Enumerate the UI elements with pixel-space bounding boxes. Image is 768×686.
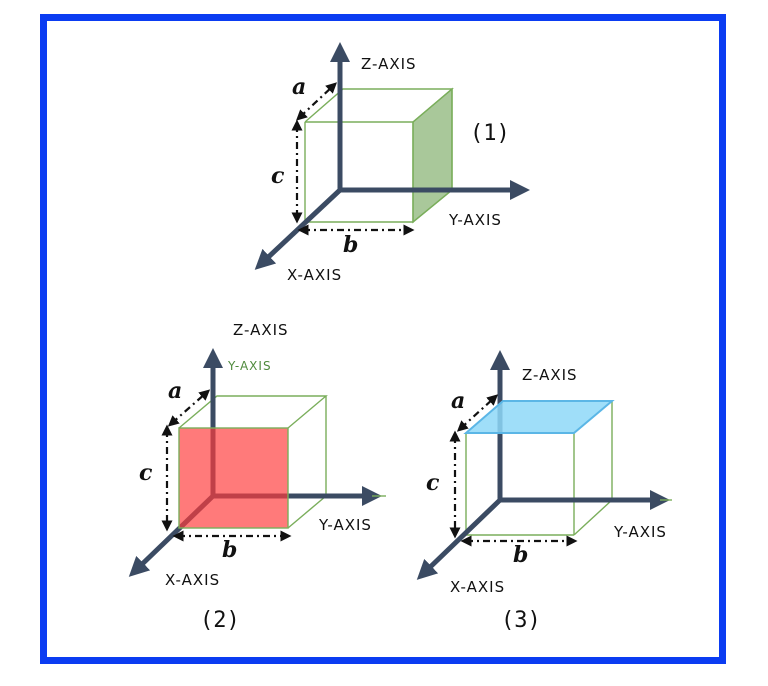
dimension-a-label: a (168, 378, 182, 404)
dimension-a (456, 394, 499, 432)
dimension-c-label: c (271, 163, 285, 189)
y-axis-label: Y-AXIS (448, 211, 502, 229)
highlighted-face-right (412, 87, 453, 224)
dimension-c-label: c (426, 470, 440, 496)
diagram-label: (3) (501, 608, 541, 633)
dimension-a (295, 82, 338, 121)
x-axis-label: X-AXIS (287, 266, 342, 284)
dimension-a-label: a (292, 74, 306, 100)
x-axis-label: X-AXIS (165, 571, 220, 589)
diagram-label: (1) (470, 121, 510, 146)
cube-diagram-3: Z-AXIS Y-AXIS X-AXIS a c b (3) (416, 350, 672, 633)
z-axis-label: Z-AXIS (522, 366, 578, 384)
x-axis-label: X-AXIS (450, 578, 505, 596)
y-axis-secondary-label: Y-AXIS (227, 359, 272, 373)
z-axis-label: Z-AXIS (233, 321, 289, 339)
y-axis-label: Y-AXIS (318, 516, 372, 534)
highlighted-face-front (178, 427, 289, 529)
z-axis-label: Z-AXIS (361, 55, 417, 73)
dimension-b-label: b (222, 537, 237, 563)
dimension-b-label: b (343, 232, 358, 258)
cube-edges (465, 401, 613, 536)
y-axis-label: Y-AXIS (613, 523, 667, 541)
cube-diagram-1: Z-AXIS Y-AXIS X-AXIS a c b (1) (254, 42, 530, 284)
diagram-label: (2) (200, 608, 240, 633)
highlighted-face-top (463, 400, 615, 434)
x-axis (254, 187, 343, 270)
dimension-c-label: c (139, 460, 153, 486)
dimension-b-label: b (513, 542, 528, 568)
dimension-a-label: a (451, 388, 465, 414)
x-axis (416, 497, 503, 580)
dimension-a (167, 389, 211, 427)
cube-diagram-2: Z-AXIS Y-AXIS Y-AXIS X-AXIS a c b (2) (128, 321, 386, 633)
